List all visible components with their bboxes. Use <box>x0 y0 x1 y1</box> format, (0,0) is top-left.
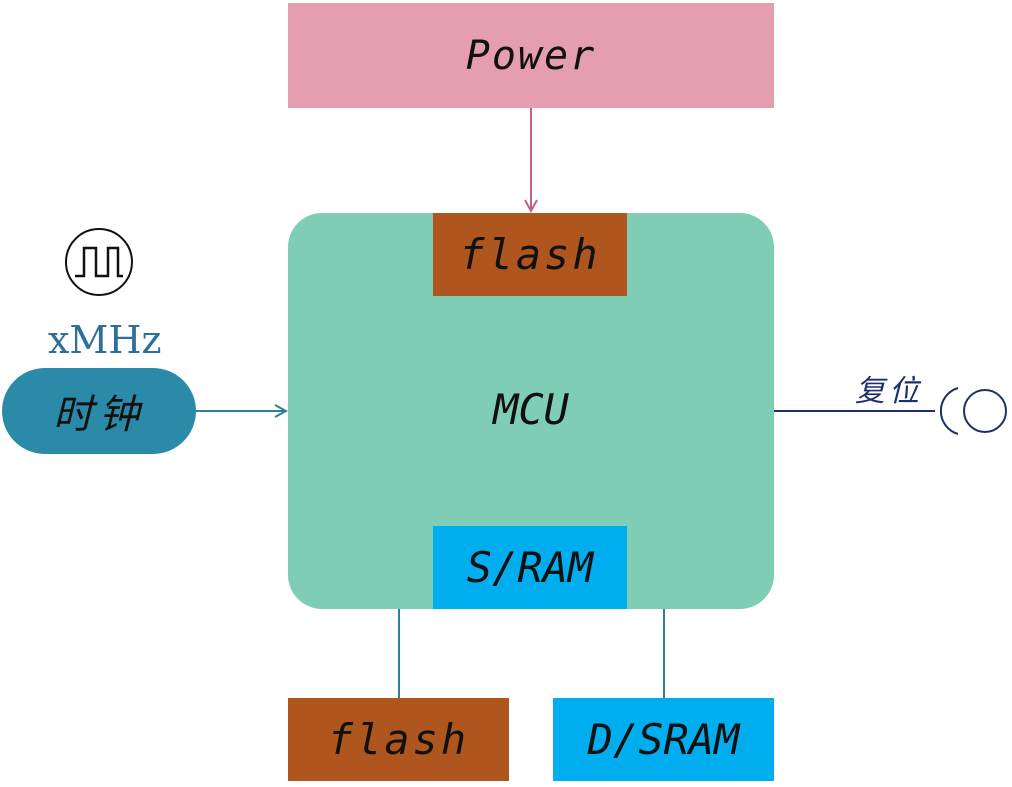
external-dsram-label: D/SRAM <box>587 715 740 764</box>
external-dsram-block: D/SRAM <box>553 698 774 781</box>
internal-flash-label: flash <box>459 230 601 279</box>
reset-button-icon <box>939 387 1007 435</box>
clock-frequency-label: xMHz <box>48 318 162 362</box>
external-flash-block: flash <box>288 698 509 781</box>
power-label: Power <box>465 32 597 79</box>
reset-label: 复位 <box>855 374 923 409</box>
square-wave-icon <box>65 228 133 296</box>
internal-sram-block: S/RAM <box>433 526 627 609</box>
internal-sram-label: S/RAM <box>466 543 594 592</box>
clock-block: 时钟 <box>2 368 196 454</box>
external-flash-label: flash <box>327 715 470 764</box>
power-block: Power <box>288 3 774 108</box>
mcu-label: MCU <box>493 385 569 434</box>
clock-label: 时钟 <box>53 392 145 438</box>
internal-flash-block: flash <box>433 213 627 296</box>
